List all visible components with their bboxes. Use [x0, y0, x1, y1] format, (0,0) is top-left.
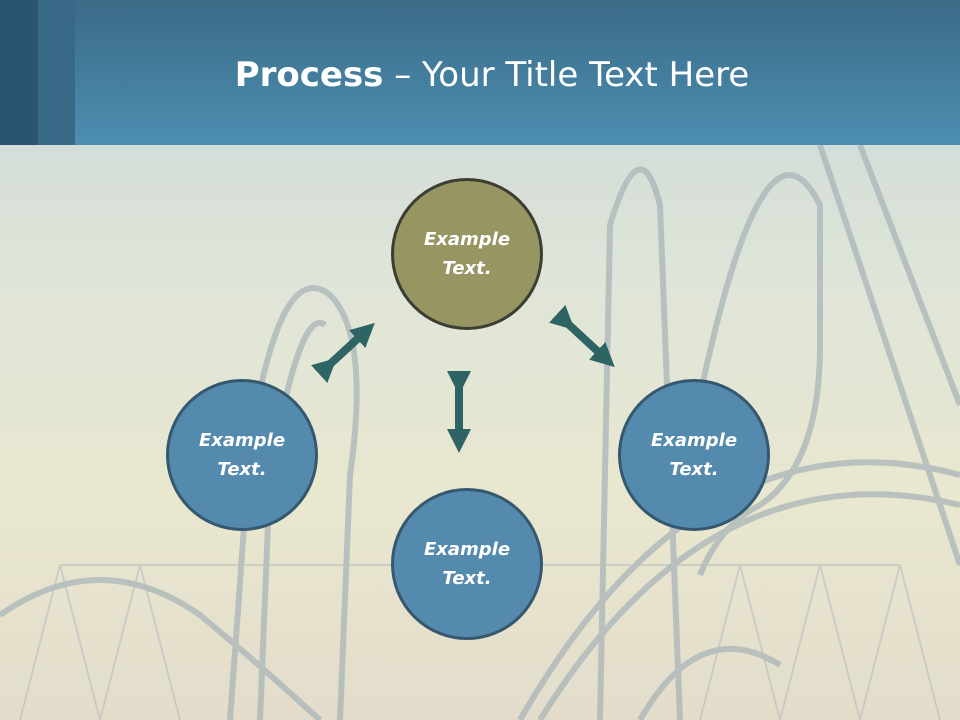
node-label-line2: Text.: [442, 258, 492, 279]
process-node-top: Example Text.: [391, 178, 543, 330]
node-label-line1: Example: [423, 539, 511, 560]
node-label-line2: Text.: [217, 459, 267, 480]
process-node-left: Example Text.: [166, 379, 318, 531]
title-bar: Process – Your Title Text Here: [0, 0, 960, 145]
title-rest: – Your Title Text Here: [383, 55, 750, 95]
process-node-bottom: Example Text.: [391, 488, 543, 640]
title-bold: Process: [234, 55, 384, 95]
node-label-line2: Text.: [442, 568, 492, 589]
process-node-right: Example Text.: [618, 379, 770, 531]
node-label-line1: Example: [198, 430, 286, 451]
arrow-top-left: [311, 322, 375, 383]
node-label-line1: Example: [423, 229, 511, 250]
accent-strip-medium: [38, 0, 75, 145]
accent-strip-dark: [0, 0, 38, 145]
arrow-top-right: [549, 305, 615, 368]
slide-title: Process – Your Title Text Here: [0, 52, 960, 98]
node-label-line1: Example: [650, 430, 738, 451]
node-label-line2: Text.: [669, 459, 719, 480]
